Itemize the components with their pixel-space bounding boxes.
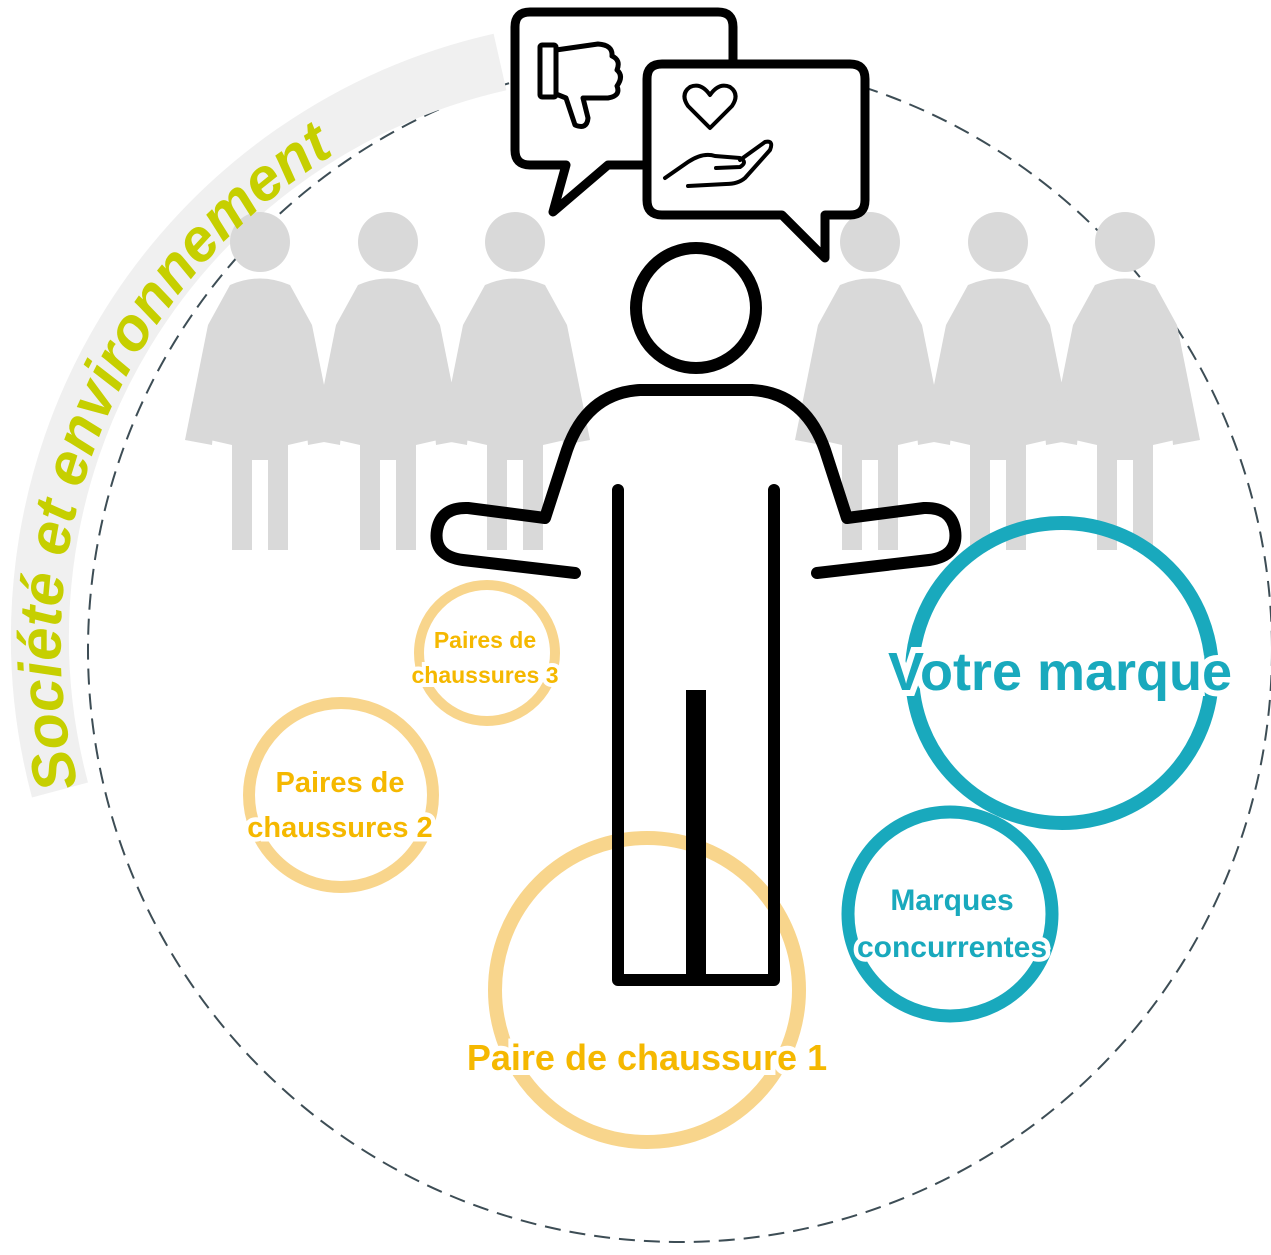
care-speech-bubble: [642, 59, 870, 263]
arc-title: Société et environnement: [7, 107, 345, 798]
brand-bubble: [905, 516, 1219, 830]
person-leg-divider: [686, 690, 706, 980]
crowd-person: [313, 212, 463, 550]
person-body: [430, 384, 962, 579]
brand-ring: [905, 516, 1219, 830]
arc-title-text: Société et environnement: [7, 107, 345, 798]
competitors-label-line1: Marques: [890, 884, 1013, 917]
arc-title-band: [11, 33, 507, 798]
crowd-person: [1050, 212, 1200, 550]
shoe-pair-3-ring: [414, 580, 560, 726]
heart-in-hand-icon: [663, 83, 774, 188]
competitors-label-line2: concurrentes: [857, 931, 1047, 964]
shoe-pair-3-label-line2: chaussures 3: [411, 662, 558, 688]
crowd-silhouettes: [185, 212, 1200, 550]
competitors-ring: [841, 805, 1059, 1023]
shoe-pair-2-label-line2: chaussures 2: [247, 812, 432, 844]
shoe-pair-1-bubble: [488, 831, 806, 1149]
shoe-pair-2-bubble: Paires de chaussures 2: [243, 697, 439, 893]
shoe-pair-1-ring: [488, 831, 806, 1149]
brand-label: Votre marque: [888, 642, 1232, 702]
crowd-person: [923, 212, 1073, 550]
shoe-pair-1-label: Paire de chaussure 1: [467, 1037, 827, 1078]
thumbs-down-icon: [537, 41, 623, 129]
person-head: [630, 242, 762, 374]
shoe-pair-3-label-line1: Paires de: [434, 627, 536, 653]
crowd-person: [440, 212, 590, 550]
competitors-bubble: Marques concurrentes: [841, 805, 1059, 1023]
shoe-pair-2-label-line1: Paires de: [276, 767, 405, 799]
shoe-pair-3-bubble: Paires de chaussures 3: [407, 580, 563, 726]
shoe-pair-2-ring: [243, 697, 439, 893]
crowd-person: [795, 212, 945, 550]
